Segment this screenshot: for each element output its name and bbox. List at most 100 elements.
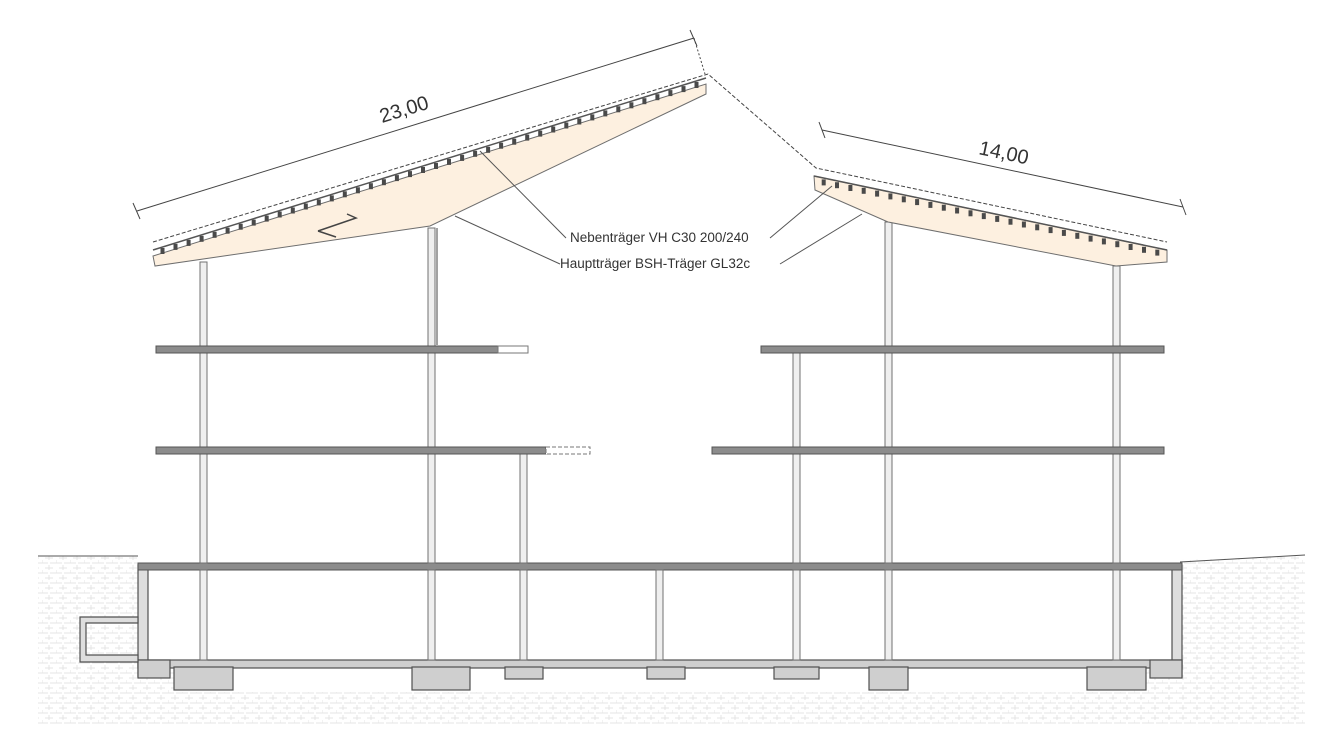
- secondary-beam: [381, 179, 386, 186]
- secondary-beam: [277, 211, 282, 218]
- secondary-beam: [173, 243, 178, 250]
- secondary-beam: [499, 142, 504, 149]
- roof-deck-right: [813, 175, 1168, 251]
- secondary-beam: [551, 126, 556, 133]
- secondary-beam: [1021, 221, 1026, 228]
- secondary-beam: [538, 130, 543, 137]
- foundation-pad: [411, 666, 471, 691]
- secondary-beam: [629, 102, 634, 109]
- foundation-pad: [504, 666, 544, 680]
- first-floor-slab: [711, 446, 1165, 455]
- secondary-beam: [681, 86, 686, 93]
- secondary-beam: [525, 134, 530, 141]
- secondary-beam: [968, 210, 973, 217]
- secondary-beam: [564, 122, 569, 129]
- secondary-beam: [928, 201, 933, 208]
- foundation-pad: [773, 666, 820, 680]
- ground-soil: [38, 554, 1306, 725]
- basement-right-footing: [1149, 659, 1183, 679]
- slope-arrow: [317, 213, 359, 232]
- secondary-beams-left: [160, 82, 699, 254]
- secondary-beam: [603, 110, 608, 117]
- light-well: [79, 616, 139, 663]
- column: [884, 569, 893, 661]
- column: [427, 227, 436, 564]
- secondary-beam: [915, 199, 920, 206]
- secondary-beam: [421, 167, 425, 173]
- secondary-beam: [251, 219, 256, 226]
- basement: [79, 562, 1183, 679]
- secondary-beam: [577, 118, 582, 125]
- secondary-beam: [212, 231, 217, 238]
- secondary-beam: [1128, 244, 1133, 250]
- right-building: [711, 221, 1165, 564]
- basement-left-footing: [137, 659, 171, 679]
- foundation-pad: [1086, 666, 1147, 691]
- secondary-beam: [616, 106, 621, 113]
- secondary-beam: [303, 203, 308, 210]
- secondary-beam: [1101, 238, 1106, 245]
- roof-deck-left: [152, 77, 707, 251]
- column: [427, 569, 436, 661]
- secondary-beam: [1048, 227, 1053, 234]
- first-floor-slab: [155, 446, 547, 455]
- foundation-pad: [868, 666, 909, 691]
- secondary-beam: [995, 215, 1000, 222]
- secondary-beam: [1008, 218, 1013, 225]
- secondary-beam: [394, 175, 399, 182]
- basement-columns: [199, 569, 1121, 661]
- upper-floor-slab: [155, 345, 499, 354]
- column: [655, 569, 664, 661]
- secondary-beam: [981, 213, 986, 220]
- column: [519, 569, 528, 661]
- left-building: [155, 227, 591, 564]
- secondary-beam: [160, 248, 165, 254]
- secondary-beam: [590, 114, 595, 121]
- secondary-beam: [408, 171, 412, 178]
- secondary-beam: [694, 82, 699, 88]
- secondary-beam: [1115, 241, 1120, 248]
- secondary-beam: [1142, 246, 1146, 253]
- secondary-beam: [1088, 235, 1093, 242]
- secondary-beam: [486, 146, 491, 153]
- secondary-beam: [888, 193, 893, 200]
- ground-line-right: [1179, 554, 1306, 563]
- secondary-beam: [186, 239, 191, 246]
- secondary-beam: [941, 204, 946, 211]
- foundation-pad: [173, 666, 234, 691]
- secondary-beam: [1035, 224, 1040, 231]
- callout-leaders: [454, 150, 863, 265]
- secondary-beam: [861, 187, 866, 194]
- secondary-beam: [434, 163, 438, 169]
- secondary-beam: [447, 158, 451, 165]
- secondary-beam: [901, 196, 906, 203]
- secondary-beam: [1155, 249, 1160, 256]
- secondary-beam: [355, 187, 360, 194]
- secondary-beam: [1075, 232, 1080, 239]
- balcony-edge: [545, 446, 591, 455]
- balcony-edge: [497, 345, 529, 354]
- secondary-beam: [329, 195, 334, 202]
- secondary-beam: [512, 138, 517, 145]
- secondary-beam: [955, 207, 960, 214]
- upper-floor-slab: [760, 345, 1165, 354]
- column: [199, 569, 208, 661]
- column: [1112, 569, 1121, 661]
- roof-outline-dashed: [152, 73, 1168, 243]
- column: [199, 261, 208, 564]
- secondary-beam: [460, 154, 465, 161]
- main-beam-right: [813, 175, 1168, 267]
- column: [519, 453, 528, 564]
- slope-arrow-base: [317, 230, 337, 238]
- secondary-beam: [199, 235, 204, 242]
- ground-floor-slab: [137, 562, 1183, 571]
- right-roof: [813, 175, 1168, 267]
- secondary-beam: [642, 98, 647, 105]
- secondary-beam: [655, 94, 660, 101]
- column: [792, 569, 801, 661]
- foundations: [173, 666, 1147, 691]
- secondary-beam: [264, 215, 269, 222]
- secondary-beam: [1061, 229, 1066, 236]
- secondary-beam: [821, 179, 826, 186]
